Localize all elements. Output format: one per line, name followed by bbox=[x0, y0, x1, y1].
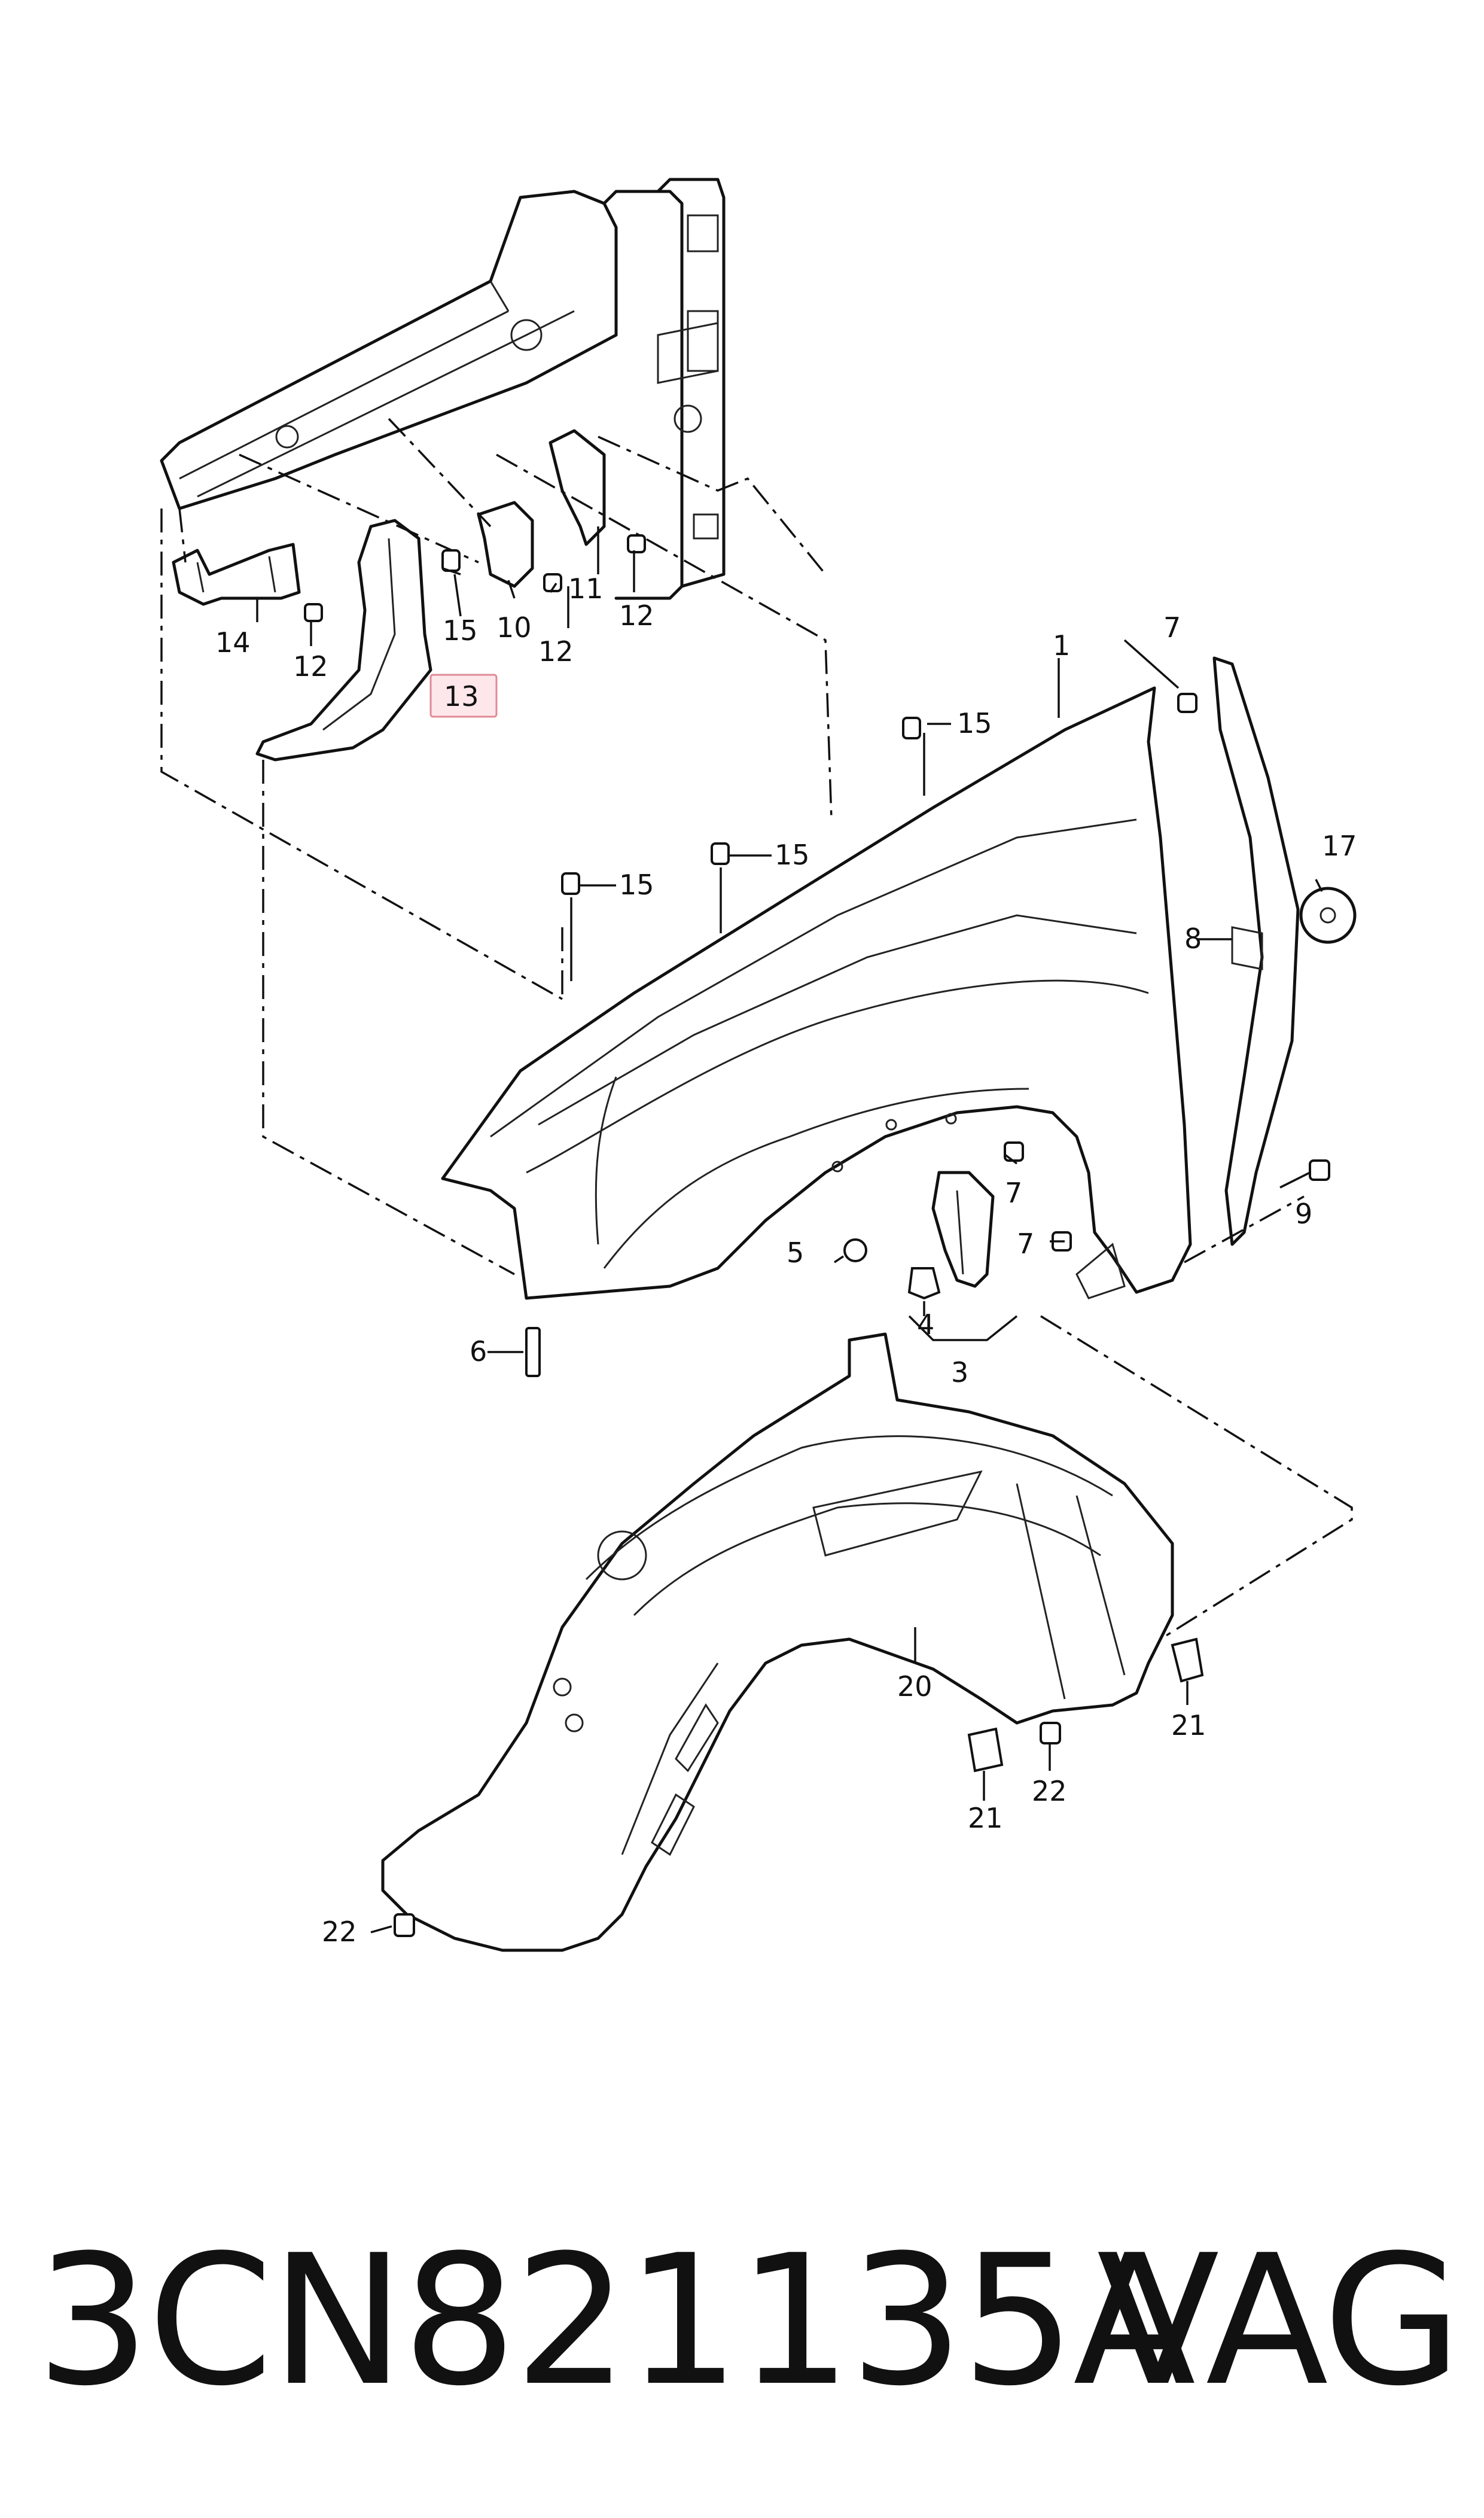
screw-12-c bbox=[627, 534, 646, 553]
part-number: 3CN821135A bbox=[36, 2216, 1196, 2425]
washer-17-hole bbox=[1320, 907, 1336, 924]
bracket-10 bbox=[477, 501, 534, 588]
washer-17 bbox=[1299, 887, 1357, 944]
fender-panel bbox=[441, 686, 1192, 1300]
callout-6: 6 bbox=[470, 1335, 487, 1368]
callout-1: 1 bbox=[1053, 629, 1070, 662]
callout-13-highlight bbox=[429, 674, 498, 718]
screw-15-c bbox=[711, 842, 730, 865]
callout-12a: 12 bbox=[293, 650, 328, 683]
callout-7c: 7 bbox=[1017, 1228, 1034, 1260]
bracket-11 bbox=[548, 429, 606, 546]
callout-7b: 7 bbox=[1005, 1177, 1022, 1209]
screw-12-a bbox=[304, 603, 323, 622]
callout-15d: 15 bbox=[619, 869, 654, 901]
brand-name: VAG bbox=[1096, 2216, 1462, 2425]
callout-15b: 15 bbox=[957, 707, 992, 739]
callout-17: 17 bbox=[1322, 830, 1357, 862]
seal-strip-8 bbox=[1212, 656, 1300, 1246]
clip-21-a bbox=[1171, 1637, 1204, 1683]
callout-7a: 7 bbox=[1163, 611, 1181, 644]
stud-6 bbox=[525, 1327, 541, 1377]
screw-15-a bbox=[441, 549, 461, 572]
clip-4 bbox=[907, 1267, 941, 1300]
screw-22-a bbox=[1040, 1722, 1061, 1744]
callout-22a: 22 bbox=[1032, 1775, 1067, 1807]
wheel-housing-liner bbox=[381, 1332, 1174, 1952]
callout-21a: 21 bbox=[1171, 1709, 1206, 1741]
callout-leaders bbox=[256, 526, 1323, 1934]
callout-11: 11 bbox=[568, 573, 604, 605]
callout-15a: 15 bbox=[443, 614, 478, 647]
callout-10: 10 bbox=[496, 611, 532, 644]
callout-22b: 22 bbox=[322, 1916, 357, 1948]
callout-9: 9 bbox=[1295, 1198, 1312, 1230]
nut-5 bbox=[843, 1238, 867, 1262]
footer-caption: 3CN821135A VAG bbox=[36, 2216, 1462, 2441]
callout-20: 20 bbox=[897, 1670, 933, 1703]
callout-14: 14 bbox=[215, 626, 251, 659]
screw-15-b bbox=[902, 717, 921, 739]
screw-9 bbox=[1309, 1159, 1330, 1181]
callout-3: 3 bbox=[951, 1356, 968, 1389]
clip-21-b bbox=[967, 1727, 1004, 1773]
callout-4: 4 bbox=[917, 1308, 934, 1341]
callout-5: 5 bbox=[787, 1237, 804, 1269]
screw-22-b bbox=[394, 1913, 415, 1937]
screw-15-d bbox=[561, 872, 580, 895]
fender-bracket-3 bbox=[931, 1171, 995, 1288]
callout-12c: 12 bbox=[619, 599, 654, 632]
callout-13: 13 bbox=[444, 680, 479, 713]
callout-15c: 15 bbox=[775, 839, 810, 871]
bracket-13 bbox=[255, 519, 432, 762]
callout-12b: 12 bbox=[538, 635, 574, 668]
callout-labels: 1 3 4 5 6 7 7 7 8 9 10 11 12 12 12 13 14… bbox=[215, 573, 1357, 1948]
callout-21b: 21 bbox=[968, 1802, 1003, 1834]
parts-exploded-diagram: 1 3 4 5 6 7 7 7 8 9 10 11 12 12 12 13 14… bbox=[160, 178, 1357, 1952]
callout-8: 8 bbox=[1184, 922, 1202, 955]
screw-7-a bbox=[1177, 693, 1197, 713]
assembly-guide-lines bbox=[160, 418, 1353, 1640]
bracket-14 bbox=[172, 543, 301, 606]
screw-12-b bbox=[543, 573, 562, 592]
